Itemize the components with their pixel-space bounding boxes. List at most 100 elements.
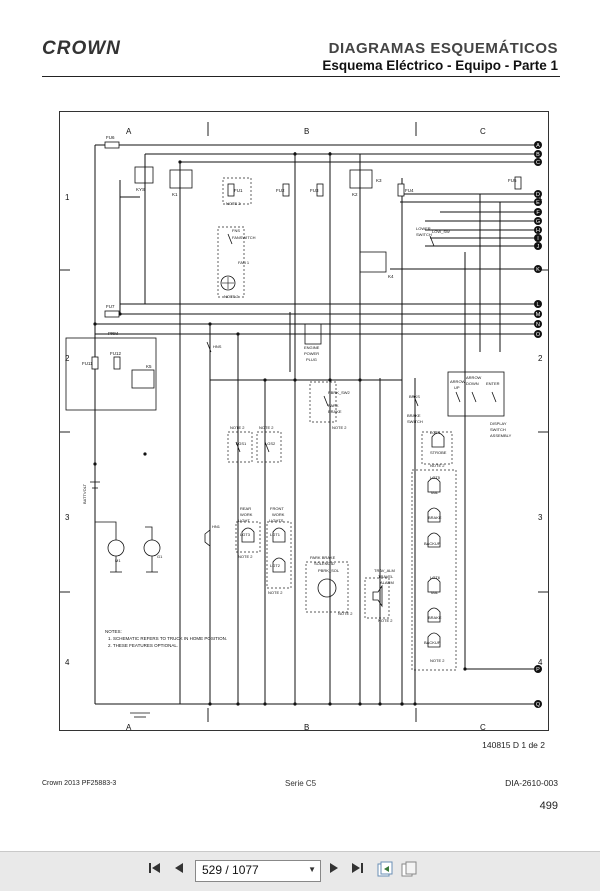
fuse-label: FU6 bbox=[106, 135, 115, 140]
component-label: LIGHT bbox=[238, 518, 250, 523]
component-label: PARK bbox=[328, 403, 339, 408]
relay-label: K1 bbox=[172, 192, 178, 197]
component-label: LGT4 bbox=[430, 430, 441, 435]
page-subtitle: Esquema Eléctrico - Equipo - Parte 1 bbox=[322, 58, 558, 73]
terminal-Q: Q bbox=[536, 702, 541, 708]
component-label: FNS bbox=[232, 228, 240, 233]
component-label: LGT3 bbox=[240, 532, 251, 537]
relay-label: K2 bbox=[352, 192, 358, 197]
row-label-right: 4 bbox=[538, 658, 543, 667]
notes-title: NOTES: bbox=[105, 629, 122, 634]
terminal-B: B bbox=[536, 152, 540, 158]
component-label: HN1 bbox=[212, 524, 221, 529]
component-label: SWITCH bbox=[490, 427, 506, 432]
component-label: SOLENOID bbox=[314, 561, 335, 566]
component-label: BRAKE bbox=[428, 615, 442, 620]
terminal-E: E bbox=[536, 200, 540, 206]
row-label-left: 4 bbox=[65, 658, 70, 667]
fuse-label: FU7 bbox=[106, 304, 115, 309]
component-label: ENTER bbox=[486, 381, 500, 386]
component-label: LGT6 bbox=[430, 575, 441, 580]
footer-copyright: Crown 2013 PF25883-3 bbox=[42, 780, 117, 787]
terminal-G: G bbox=[536, 219, 540, 225]
component-label: BACKUP bbox=[424, 640, 441, 645]
component-label: BRKS bbox=[409, 394, 420, 399]
component-label: PBRK_SW2 bbox=[328, 390, 351, 395]
fuse-label: FU11 bbox=[82, 361, 93, 366]
terminal-A: A bbox=[536, 143, 540, 149]
component-label: POWER bbox=[304, 351, 319, 356]
component-label: PLUG bbox=[306, 357, 317, 362]
fuse-label: FU2 bbox=[276, 188, 285, 193]
component-label: BACKUP bbox=[424, 541, 441, 546]
terminal-N: N bbox=[536, 322, 540, 328]
terminal-P: P bbox=[536, 667, 540, 673]
fuse-label: FU3 bbox=[310, 188, 319, 193]
next-page-icon[interactable] bbox=[328, 861, 340, 880]
component-label: LGS1 bbox=[236, 441, 247, 446]
zone-label-top: A bbox=[126, 127, 132, 136]
component-label: BRAKE bbox=[428, 515, 442, 520]
component-label: REAR bbox=[240, 506, 251, 511]
component-label: ASSEMBLY bbox=[490, 433, 512, 438]
component-label: TRAV_ALM bbox=[374, 568, 395, 573]
note-label: NOTE 2 bbox=[430, 658, 445, 663]
note-label: NOTE 2 bbox=[332, 425, 347, 430]
component-label: BRAKE bbox=[407, 413, 421, 418]
zone-label-bottom: A bbox=[126, 723, 132, 730]
note-label: NOTE 2 bbox=[430, 463, 445, 468]
relay-label: KYS bbox=[136, 187, 145, 192]
export-icon[interactable] bbox=[376, 860, 394, 878]
page-selector-value: 529 / 1077 bbox=[202, 863, 259, 877]
note-line: 2. THESE FEATURES OPTIONAL. bbox=[108, 643, 178, 648]
component-label: HNS bbox=[213, 344, 222, 349]
component-label: ARROW bbox=[466, 375, 482, 380]
component-label: SWITCH bbox=[416, 232, 432, 237]
fuse-label: FU12 bbox=[110, 351, 122, 356]
terminal-I: I bbox=[537, 236, 539, 242]
component-label: WORK bbox=[272, 512, 285, 517]
prev-page-icon[interactable] bbox=[173, 861, 185, 880]
copy-icon[interactable] bbox=[400, 860, 418, 878]
note-label: NOTE 2 bbox=[378, 618, 393, 623]
component-label: LGT2 bbox=[270, 563, 281, 568]
component-label: LGT5 bbox=[430, 475, 441, 480]
row-label-left: 2 bbox=[65, 354, 70, 363]
component-label: LGT1 bbox=[270, 532, 281, 537]
component-label: BRAKE bbox=[328, 409, 342, 414]
row-label-left: 3 bbox=[65, 513, 70, 522]
page-title: DIAGRAMAS ESQUEMÁTICOS bbox=[328, 40, 558, 57]
note-label: NOTE 2 bbox=[238, 554, 253, 559]
component-label: LGS2 bbox=[265, 441, 276, 446]
component-label: DISPLAY bbox=[490, 421, 507, 426]
relay-label: K5 bbox=[146, 364, 152, 369]
fuse-label: FU1 bbox=[234, 188, 243, 193]
footer-series: Serie C5 bbox=[285, 779, 317, 788]
note-label: NOTE 2 bbox=[224, 294, 239, 299]
note-label: NOTE 2 bbox=[226, 201, 241, 206]
crown-logo: CROWN bbox=[42, 38, 121, 59]
fuse-label: FU4 bbox=[405, 188, 414, 193]
component-label: DOWN bbox=[466, 381, 479, 386]
component-label: ARROW bbox=[450, 379, 466, 384]
zone-label-top: C bbox=[480, 127, 486, 136]
viewer-toolbar: 529 / 1077 ▼ bbox=[0, 851, 600, 891]
terminal-K: K bbox=[536, 267, 540, 273]
component-label: FRONT bbox=[270, 506, 284, 511]
component-label: TAIL bbox=[430, 590, 439, 595]
terminal-J: J bbox=[537, 244, 540, 250]
wiring-schematic: A B C A B C 1 2 3 4 1 2 3 4 bbox=[60, 122, 548, 730]
page-number: 499 bbox=[539, 800, 558, 812]
zone-label-bottom: C bbox=[480, 723, 486, 730]
component-label: LOWER bbox=[416, 226, 431, 231]
component-label: G1 bbox=[157, 554, 163, 559]
component-label: BATTVOLT bbox=[82, 483, 87, 504]
note-label: NOTE 2 bbox=[230, 425, 245, 430]
note-label: NOTE 2 bbox=[259, 425, 274, 430]
first-page-icon[interactable] bbox=[148, 861, 162, 880]
terminal-L: L bbox=[536, 302, 539, 308]
last-page-icon[interactable] bbox=[350, 861, 364, 880]
terminal-H: H bbox=[536, 228, 540, 234]
page-selector[interactable]: 529 / 1077 ▼ bbox=[195, 860, 321, 882]
component-label: PBRK_SOL bbox=[318, 568, 340, 573]
